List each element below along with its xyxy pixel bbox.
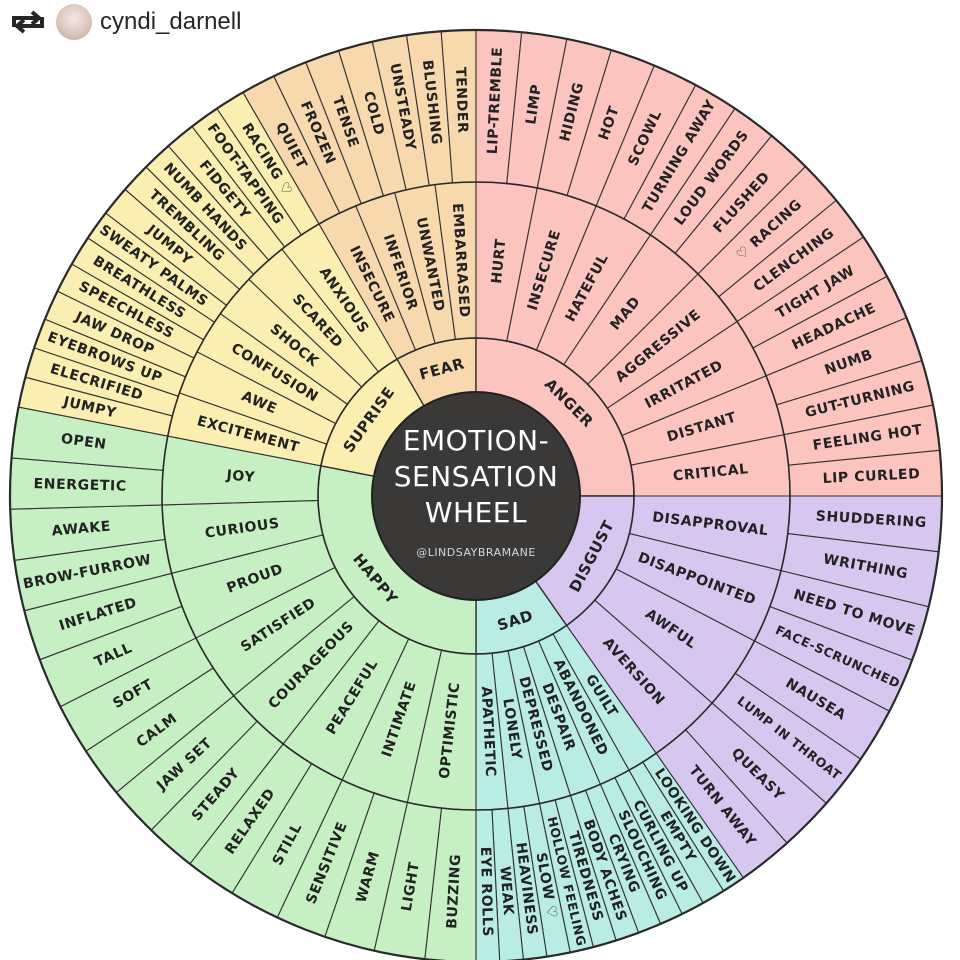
wheel-center: EMOTION- SENSATION WHEEL @LINDSAYBRAMANE [371, 391, 581, 601]
avatar[interactable] [56, 4, 92, 40]
emotion-label: CRITICAL [672, 461, 749, 484]
ring-outline [317, 337, 635, 655]
sensation-label: SHUDDERING [815, 508, 927, 531]
sensation-label: BUZZING [444, 854, 464, 930]
post-header: cyndi_darnell [0, 0, 960, 44]
sensation-label: ENERGETIC [33, 476, 127, 494]
wheel-ring-outlines [9, 29, 943, 960]
sensation-label: OPEN [60, 431, 108, 453]
sensation-label: AWAKE [51, 519, 111, 540]
sensation-label: WEAK [496, 866, 516, 917]
emotion-label: JOY [225, 467, 256, 485]
sensation-label: EYE ROLLS [477, 847, 495, 938]
repost-icon[interactable] [8, 9, 48, 35]
credit-text: @LINDSAYBRAMANE [416, 546, 536, 559]
ring-outline [9, 29, 943, 960]
sensation-label: LIMP [523, 83, 545, 126]
center-title-line-2: SENSATION [394, 460, 559, 493]
center-title-line-1: EMOTION- [403, 424, 549, 457]
emotion-label: EMBARRASED [449, 203, 472, 318]
sensation-label: LIP CURLED [822, 466, 920, 487]
center-circle [371, 391, 581, 601]
sensation-label: LIP-TREMBLE [485, 46, 506, 154]
emotion-label: HURT [489, 238, 509, 285]
wheel-segments [9, 29, 943, 960]
emotion-label: APATHETIC [478, 686, 499, 778]
ring-outline [161, 181, 791, 811]
center-title-line-3: WHEEL [425, 496, 527, 529]
username[interactable]: cyndi_darnell [100, 8, 242, 35]
sensation-label: TENDER [452, 67, 470, 134]
